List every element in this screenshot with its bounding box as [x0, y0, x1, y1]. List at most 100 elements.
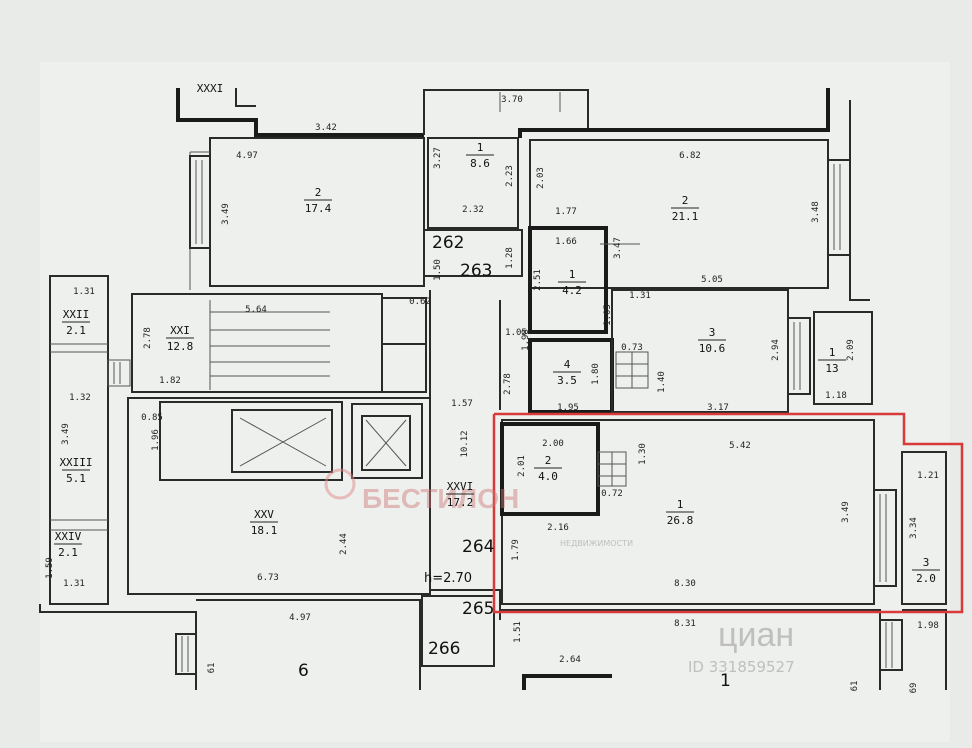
- room-number: XXI: [170, 324, 190, 337]
- bottom-room-number: 1: [720, 671, 731, 691]
- dimension-label-vertical: 1.80: [591, 363, 601, 385]
- dimension-label: 1.77: [555, 207, 577, 217]
- room-area: 2.0: [916, 572, 936, 585]
- watermark-brand: циан ID 331859527: [688, 616, 795, 676]
- apartment-number: 262: [432, 233, 464, 253]
- dimension-label-vertical: 1.98: [521, 329, 531, 351]
- room-number: XXXI: [197, 82, 224, 95]
- dimension-label: 1.82: [159, 376, 181, 386]
- dimension-label: 1.18: [825, 391, 847, 401]
- walls: [39, 88, 947, 690]
- room-number: XXVI: [447, 480, 474, 493]
- room-label: 43.5: [553, 358, 581, 387]
- room-area: 18.1: [251, 524, 278, 537]
- dimension-label-vertical: 1.30: [638, 443, 648, 465]
- dimension-label-vertical: 2.03: [536, 167, 546, 189]
- dimension-label-vertical: 3.49: [221, 203, 231, 225]
- dimension-label: 3.17: [707, 403, 729, 413]
- room-area: 13: [825, 362, 838, 375]
- room-number: XXIV: [55, 530, 82, 543]
- room-label: 14.2: [558, 268, 586, 297]
- dimension-label-vertical: 3.34: [909, 517, 919, 539]
- dimension-label: 3.42: [315, 123, 337, 133]
- apartment-number: 265: [462, 599, 494, 619]
- room-label: XXI 12.8: [166, 324, 194, 353]
- dimension-label-vertical: 10.12: [460, 430, 470, 457]
- dimension-label: 1.57: [451, 399, 473, 409]
- room-area: 8.6: [470, 157, 490, 170]
- dimension-label-vertical: 1.50: [433, 259, 443, 281]
- room-number: 1: [829, 346, 836, 359]
- room-area: 17.4: [305, 202, 332, 215]
- dimension-label: 5.05: [701, 275, 723, 285]
- room-label: 126.8: [666, 498, 694, 527]
- ceiling-height-label: h=2.70: [424, 571, 472, 586]
- room-number: 4: [564, 358, 571, 371]
- dimension-label-vertical: 1.40: [657, 371, 667, 393]
- room-label: 221.1: [671, 194, 699, 223]
- dimension-label: 1.21: [917, 471, 939, 481]
- room-area: 5.1: [66, 472, 86, 485]
- watermark-center: БЕСТИЛОН НЕДВИЖИМОСТИ: [324, 468, 633, 548]
- room-area: 12.8: [167, 340, 194, 353]
- dimension-label-vertical: 1.59: [45, 557, 55, 579]
- dimension-label: 1.31: [63, 579, 85, 589]
- apartment-highlight: [492, 412, 964, 614]
- room-number: 2: [545, 454, 552, 467]
- dimension-label: 0.73: [621, 343, 643, 353]
- dimension-label: 4.97: [236, 151, 258, 161]
- room-number: XXII: [63, 308, 90, 321]
- dimension-label-vertical: 1.28: [505, 247, 515, 269]
- room-number: 2: [315, 186, 322, 199]
- room-number: 3: [709, 326, 716, 339]
- dimension-label: 1.31: [629, 291, 651, 301]
- dimension-label: 1.05: [505, 328, 527, 338]
- dimension-label-vertical: 2.78: [143, 327, 153, 349]
- dimension-label-vertical: 3.49: [841, 501, 851, 523]
- room-number: 2: [682, 194, 689, 207]
- room-label: XXXI: [197, 82, 224, 95]
- room-number: XXIII: [59, 456, 92, 469]
- room-label: 32.0: [912, 556, 940, 585]
- dimension-label-vertical: 2.78: [503, 373, 513, 395]
- dimension-label: 8.30: [674, 579, 696, 589]
- apartment-number: 264: [462, 537, 494, 557]
- dimension-label: 0.62: [409, 297, 431, 307]
- room-number: 3: [923, 556, 930, 569]
- dimension-label-vertical: 1.51: [513, 621, 523, 643]
- room-area: 26.8: [667, 514, 694, 527]
- dimension-label: 2.16: [547, 523, 569, 533]
- room-labels: 217.418.6221.114.2310.643.524.0126.832.0…: [54, 82, 940, 585]
- dimension-label-vertical: 2.09: [846, 339, 856, 361]
- watermark-brand-text: циан: [718, 616, 794, 654]
- room-number: 1: [569, 268, 576, 281]
- dimension-label-vertical: 3.47: [613, 237, 623, 259]
- bottom-room-number: 6: [298, 661, 309, 681]
- dimension-label: 6.82: [679, 151, 701, 161]
- dimension-label: 1.32: [69, 393, 91, 403]
- room-area: 2.1: [66, 324, 86, 337]
- room-label: 310.6: [698, 326, 726, 355]
- dimension-label-vertical: 61: [850, 681, 860, 692]
- dimension-label-vertical: 69: [909, 683, 919, 694]
- apartment-number: 266: [428, 639, 460, 659]
- room-label: 24.0: [534, 454, 562, 483]
- room-number: 1: [477, 141, 484, 154]
- dimension-label: 5.42: [729, 441, 751, 451]
- dimension-label-vertical: 2.94: [771, 339, 781, 361]
- dimension-label: 5.64: [245, 305, 267, 315]
- dimension-label: 3.70: [501, 95, 523, 105]
- room-label: XXII 2.1: [62, 308, 90, 337]
- room-area: 3.5: [557, 374, 577, 387]
- dimension-label-vertical: 2.51: [533, 269, 543, 291]
- dimension-label-vertical: 1.05: [603, 304, 613, 326]
- dimension-label-vertical: 2.23: [505, 165, 515, 187]
- watermark-listing-id: ID 331859527: [688, 658, 795, 676]
- dimension-label-vertical: 61: [207, 663, 217, 674]
